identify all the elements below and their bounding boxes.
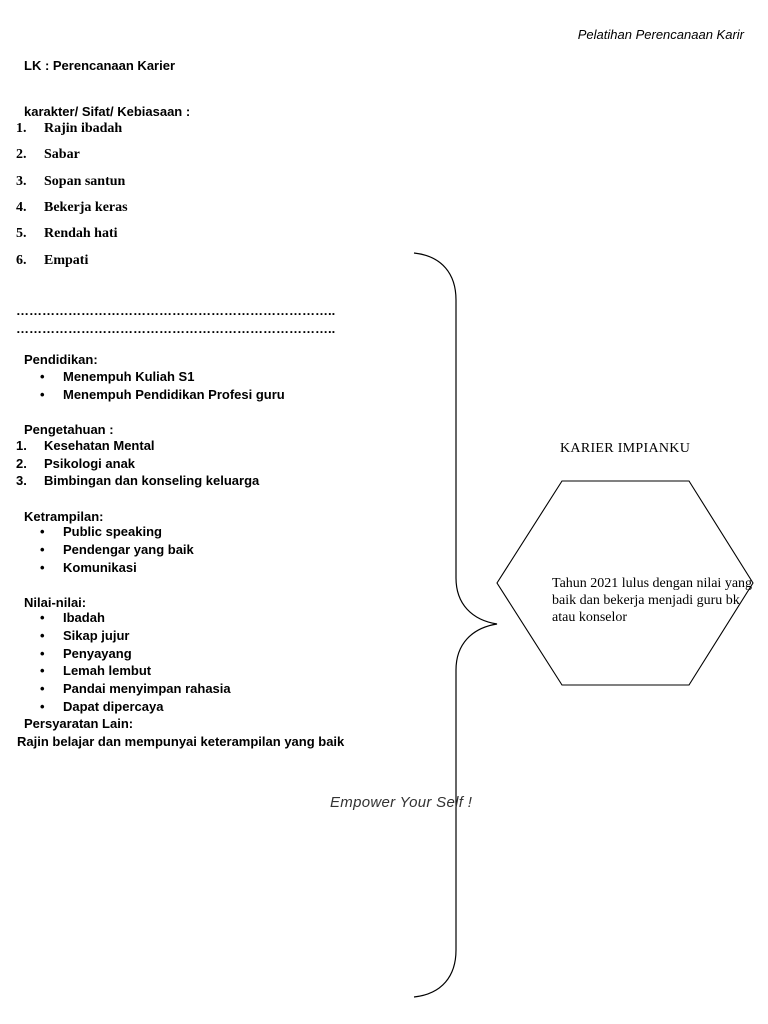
list-item: 2. Sabar — [16, 147, 80, 163]
item-label: Menempuh Kuliah S1 — [63, 369, 195, 384]
item-label: Bekerja keras — [44, 200, 128, 215]
item-number: 2. — [16, 456, 27, 471]
list-item: 1. Rajin ibadah — [16, 121, 122, 137]
persyaratan-text: Rajin belajar dan mempunyai keterampilan… — [17, 734, 345, 749]
item-label: Bimbingan dan konseling keluarga — [44, 473, 260, 488]
item-label: Komunikasi — [63, 560, 137, 575]
list-item: • Menempuh Pendidikan Profesi guru — [40, 387, 285, 402]
item-number: 6. — [16, 253, 27, 268]
bullet-icon: • — [40, 560, 45, 575]
hexagon-text: Tahun 2021 lulus dengan nilai yang baik … — [552, 576, 753, 625]
pengetahuan-heading: Pengetahuan : — [24, 422, 114, 437]
list-item: • Ibadah — [40, 610, 105, 625]
list-item: 5. Rendah hati — [16, 226, 118, 242]
item-number: 4. — [16, 200, 27, 215]
dotted-line: ……………………………………………………………….. — [16, 321, 336, 336]
bullet-icon: • — [40, 369, 45, 384]
item-label: Lemah lembut — [63, 663, 152, 678]
item-label: Ibadah — [63, 610, 105, 625]
list-item: 6. Empati — [16, 253, 88, 269]
document-title: LK : Perencanaan Karier — [24, 58, 176, 73]
item-number: 1. — [16, 438, 27, 453]
bullet-icon: • — [40, 628, 45, 643]
curly-brace-shape — [413, 252, 498, 998]
slogan-text: Empower Your Self ! — [330, 794, 473, 811]
item-label: Dapat dipercaya — [63, 699, 164, 714]
bullet-icon: • — [40, 542, 45, 557]
ketrampilan-heading: Ketrampilan: — [24, 509, 104, 524]
dotted-line: ……………………………………………………………….. — [16, 303, 336, 318]
list-item: 1. Kesehatan Mental — [16, 438, 155, 453]
list-item: • Dapat dipercaya — [40, 699, 163, 714]
item-label: Rajin ibadah — [44, 121, 123, 136]
list-item: • Sikap jujur — [40, 628, 129, 643]
item-label: Pandai menyimpan rahasia — [63, 681, 231, 696]
list-item: • Pendengar yang baik — [40, 542, 194, 557]
list-item: • Komunikasi — [40, 560, 137, 575]
bullet-icon: • — [40, 681, 45, 696]
item-label: Public speaking — [63, 524, 162, 539]
bullet-icon: • — [40, 524, 45, 539]
item-number: 5. — [16, 226, 27, 241]
item-label: Sikap jujur — [63, 628, 130, 643]
karakter-heading: karakter/ Sifat/ Kebiasaan : — [24, 104, 191, 119]
list-item: • Lemah lembut — [40, 663, 151, 678]
item-label: Penyayang — [63, 646, 132, 661]
pendidikan-heading: Pendidikan: — [24, 352, 98, 367]
item-label: Empati — [44, 253, 89, 268]
item-label: Menempuh Pendidikan Profesi guru — [63, 387, 285, 402]
bullet-icon: • — [40, 699, 45, 714]
karier-heading: KARIER IMPIANKU — [560, 441, 691, 456]
item-number: 3. — [16, 174, 27, 189]
item-number: 2. — [16, 147, 27, 162]
persyaratan-heading: Persyaratan Lain: — [24, 716, 134, 731]
hexagon-shape — [496, 480, 754, 686]
nilai-heading: Nilai-nilai: — [24, 595, 87, 610]
item-label: Pendengar yang baik — [63, 542, 194, 557]
list-item: 3. Bimbingan dan konseling keluarga — [16, 473, 259, 488]
item-number: 3. — [16, 473, 27, 488]
list-item: 2. Psikologi anak — [16, 456, 135, 471]
item-label: Kesehatan Mental — [44, 438, 155, 453]
item-label: Rendah hati — [44, 226, 118, 241]
bullet-icon: • — [40, 387, 45, 402]
list-item: 3. Sopan santun — [16, 174, 125, 190]
item-label: Sopan santun — [44, 174, 126, 189]
header-title: Pelatihan Perencanaan Karir — [577, 27, 744, 42]
bullet-icon: • — [40, 610, 45, 625]
list-item: • Penyayang — [40, 646, 132, 661]
list-item: • Menempuh Kuliah S1 — [40, 369, 194, 384]
item-label: Sabar — [44, 147, 80, 162]
item-number: 1. — [16, 121, 27, 136]
bullet-icon: • — [40, 663, 45, 678]
list-item: • Pandai menyimpan rahasia — [40, 681, 231, 696]
item-label: Psikologi anak — [44, 456, 136, 471]
bullet-icon: • — [40, 646, 45, 661]
list-item: • Public speaking — [40, 524, 162, 539]
list-item: 4. Bekerja keras — [16, 200, 128, 216]
